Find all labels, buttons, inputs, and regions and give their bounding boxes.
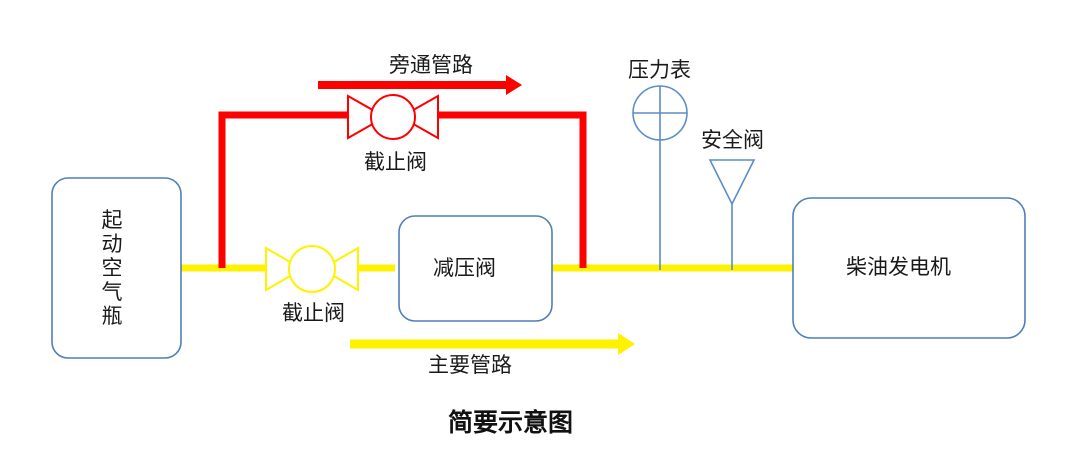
pressure-gauge-label: 压力表 [628,58,691,82]
bypass-flow-arrow [318,75,522,95]
safety-valve-icon [708,159,756,270]
main-flow-arrow [350,333,635,355]
main-line-label: 主要管路 [428,353,512,377]
bypass-line-label: 旁通管路 [389,53,473,77]
generator-box [792,197,1026,339]
bypass-stop-valve-icon [347,94,439,140]
bypass-valve-label: 截止阀 [364,150,427,174]
safety-valve-label: 安全阀 [701,128,764,152]
pressure-gauge-icon [632,85,688,270]
main-valve-label: 截止阀 [282,301,345,325]
reducer-box [398,215,553,322]
reducer-label: 减压阀 [433,256,496,280]
generator-label: 柴油发电机 [846,255,951,279]
air-bottle-box [51,177,182,359]
air-bottle-label: 起动空气瓶 [101,208,123,328]
main-stop-valve-icon [265,245,359,293]
diagram-title: 简要示意图 [448,408,574,437]
